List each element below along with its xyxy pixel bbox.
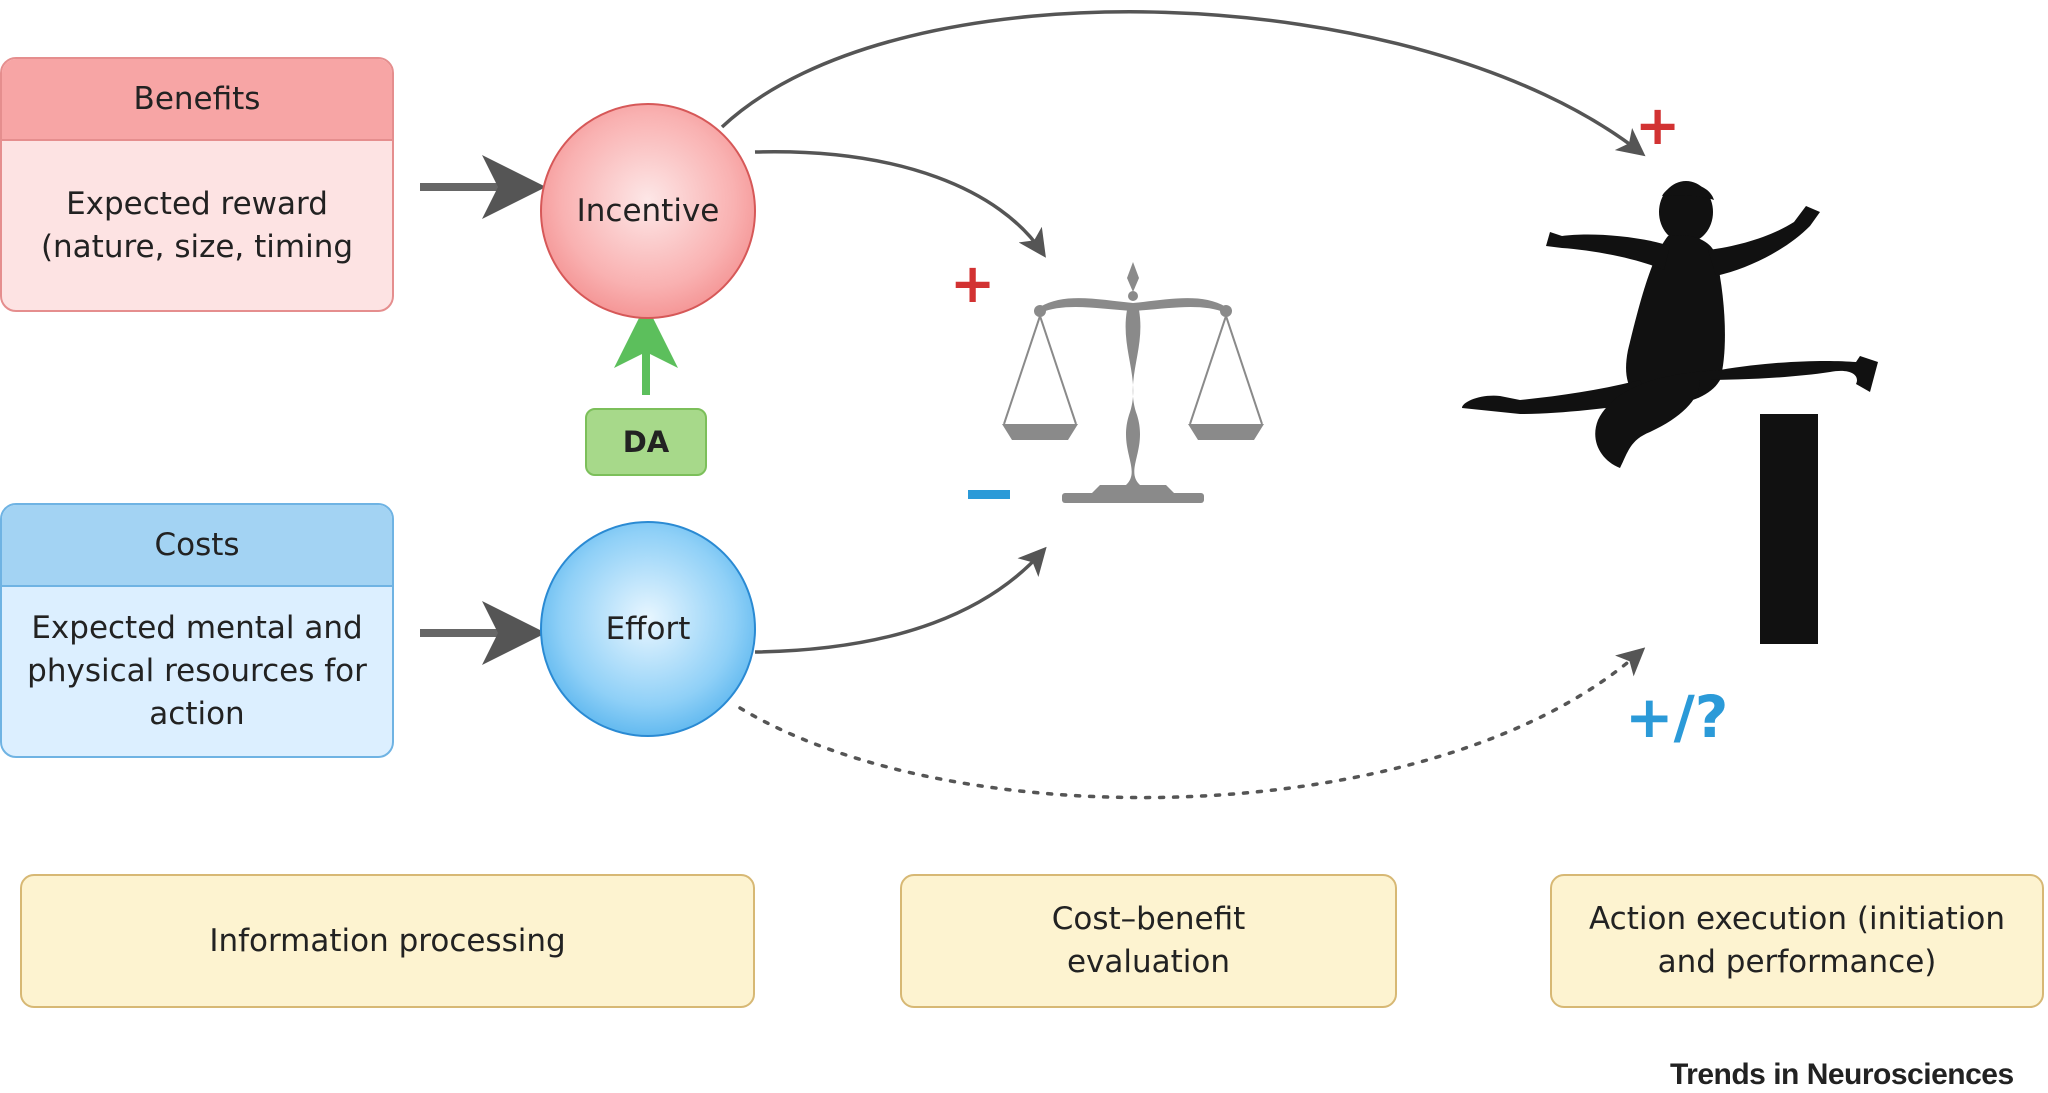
journal-credit: Trends in Neurosciences (1670, 1058, 2014, 1091)
da-box: DA (585, 408, 707, 476)
minus-sign-scale (968, 490, 1010, 499)
stage-action-execution: Action execution (initiation and perform… (1550, 874, 2044, 1008)
arrow-effort-to-scale (754, 546, 1047, 654)
hurdle-bar-icon (1760, 414, 1818, 644)
costs-body: Expected mental and physical resources f… (27, 610, 367, 732)
stage-action-label: Action execution (initiation and perform… (1589, 901, 2005, 980)
costs-box: Costs Expected mental and physical resou… (0, 503, 394, 758)
effort-node: Effort (540, 521, 756, 737)
plus-sign-action: + (1635, 94, 1681, 157)
incentive-node: Incentive (540, 103, 756, 319)
plus-question-sign: +/? (1625, 683, 1729, 751)
stage-information-processing: Information processing (20, 874, 755, 1008)
arrow-incentive-to-action (720, 10, 1646, 157)
benefits-title: Benefits (2, 59, 392, 141)
benefits-box: Benefits Expected reward (nature, size, … (0, 57, 394, 312)
costs-title: Costs (2, 505, 392, 587)
stage-cost-benefit-evaluation: Cost–benefit evaluation (900, 874, 1397, 1008)
arrow-incentive-to-scale (754, 149, 1046, 258)
benefits-body: Expected reward (nature, size, timing (40, 185, 354, 265)
stage-eval-label: Cost–benefit evaluation (1051, 901, 1246, 980)
plus-sign-scale: + (950, 252, 996, 315)
